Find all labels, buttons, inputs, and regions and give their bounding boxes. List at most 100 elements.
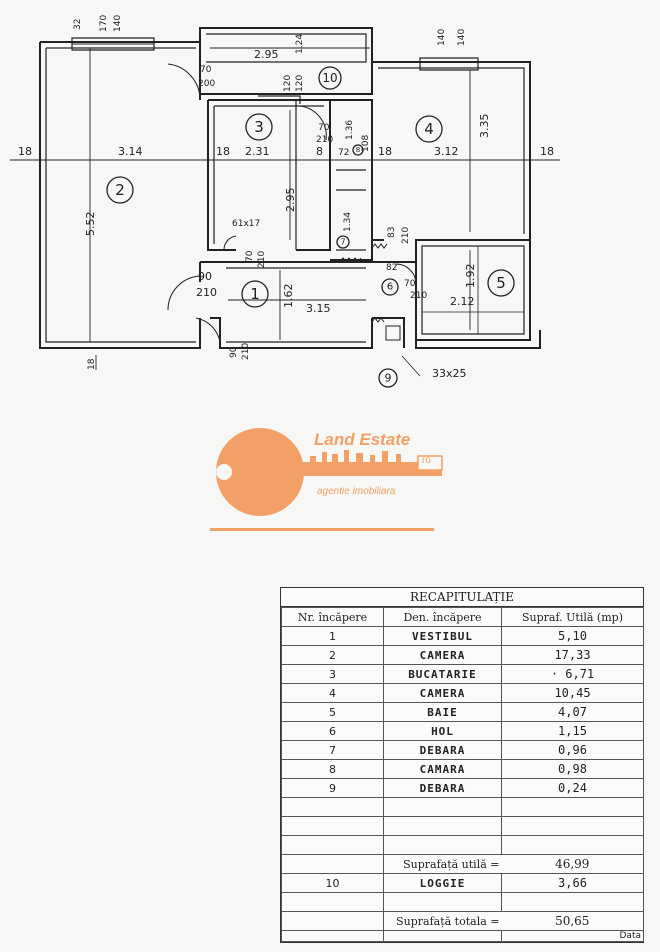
dim-vest-door-h: 210 <box>196 286 217 299</box>
wall-bath <box>415 239 531 341</box>
room-number-6: 6 <box>387 282 393 293</box>
header-area: Supraf. Utilă (mp) <box>501 607 644 627</box>
dim-pantry-210: 210 <box>401 227 411 244</box>
dim-room2-width: 3.14 <box>118 145 143 158</box>
recap-header-row: Nr. încăpere Den. încăpere Supraf. Utilă… <box>281 607 644 627</box>
cell-name: VESTIBUL <box>383 626 502 646</box>
room-number-3: 3 <box>254 118 264 136</box>
cell-area: · 6,71 <box>501 664 644 684</box>
dim-room4-width: 3.12 <box>434 145 459 158</box>
door-swing-loggia <box>167 63 201 101</box>
dim-loggia-width: 2.95 <box>254 48 279 61</box>
zigzag-pantry <box>339 257 362 263</box>
cell-area: 17,33 <box>501 645 644 665</box>
door-swing-hol <box>395 263 417 285</box>
dim-niche: 33x25 <box>432 367 467 380</box>
door-swing-kitchen <box>299 105 327 141</box>
cell-area: 5,10 <box>501 626 644 646</box>
dim-bath-212: 2.12 <box>450 295 475 308</box>
cell-nr: 1 <box>281 626 384 646</box>
dim-hol-door-h: 210 <box>410 291 427 301</box>
dim-top-left-b: 170 <box>99 15 109 32</box>
dim-vest-315: 3.15 <box>306 302 331 315</box>
wall-loggia <box>199 27 373 95</box>
room-number-2: 2 <box>115 181 125 199</box>
room-circle-3 <box>245 113 273 141</box>
recap-table: RECAPITULAȚIE Nr. încăpere Den. încăpere… <box>280 587 644 943</box>
dim-pantry-134: 1.34 <box>343 212 353 232</box>
cell-nr: 10 <box>281 873 384 893</box>
cell-area: 4,07 <box>501 702 644 722</box>
dim-small-door-2: 70 <box>245 250 255 262</box>
land-estate-logo: Land Estate agentie imobiliara ro <box>210 418 450 534</box>
dim-pantry-83: 83 <box>387 227 397 238</box>
logo-badge: ro <box>422 455 431 466</box>
window-room-4 <box>419 57 479 71</box>
dim-wall-18-bottom: 18 <box>87 358 97 370</box>
door-swing-vestibule <box>167 275 201 311</box>
dim-hol-door: 70 <box>404 279 416 289</box>
header-nr: Nr. încăpere <box>281 607 384 627</box>
dim-top-right-b: 140 <box>457 29 467 46</box>
total-value: 50,65 <box>501 911 644 931</box>
dim-wall-18-c: 18 <box>378 145 392 158</box>
room-circle-4 <box>415 115 443 143</box>
dim-room4-height: 3.35 <box>478 114 491 139</box>
wall-hol <box>372 261 541 349</box>
dim-small-door-2-h: 210 <box>257 251 267 268</box>
room-circle-6 <box>381 278 399 296</box>
room-circle-1 <box>241 280 269 308</box>
table-row-empty <box>281 816 644 836</box>
cell-name: CAMERA <box>383 645 502 665</box>
dim-vest-door: 90 <box>198 270 212 283</box>
cell-name: DEBARA <box>383 740 502 760</box>
cell-nr: 7 <box>281 740 384 760</box>
dim-top-left-c: 140 <box>113 15 123 32</box>
footer-row: Data <box>281 930 644 942</box>
dim-entry-door-h: 210 <box>241 343 251 360</box>
dim-room2-height: 5.52 <box>84 212 97 237</box>
wall-vestibule <box>199 261 373 349</box>
dim-kitchen-a: 120 <box>283 75 293 92</box>
dim-wall-72: 72 <box>338 148 349 158</box>
room-number-5: 5 <box>496 274 506 292</box>
cell-area: 0,96 <box>501 740 644 760</box>
cell-nr: 9 <box>281 778 384 798</box>
wall-room-2-inner <box>45 47 196 343</box>
dim-room3-height: 2.95 <box>284 188 297 213</box>
room-number-10: 10 <box>322 71 337 85</box>
room-circle-2 <box>106 176 134 204</box>
table-row-empty <box>281 892 644 912</box>
cell-nr: 2 <box>281 645 384 665</box>
table-row-empty <box>281 797 644 817</box>
dim-wall-18-mid: 18 <box>216 145 230 158</box>
cell-area: 1,15 <box>501 721 644 741</box>
dim-top-left-a: 32 <box>73 19 83 30</box>
grand-total-row: Suprafață totala = 50,65 <box>281 911 644 931</box>
loggia-row: 10 LOGGIE 3,66 <box>281 873 644 893</box>
cell-nr: 8 <box>281 759 384 779</box>
logo-name: Land Estate <box>314 430 411 449</box>
util-label: Suprafață utilă = <box>383 854 502 874</box>
dim-top-right-a: 140 <box>437 29 447 46</box>
dim-closet-136: 1.36 <box>345 120 355 140</box>
room-circle-9 <box>378 368 398 388</box>
cell-nr: 3 <box>281 664 384 684</box>
floor-plan: 2 3 4 5 1 10 6 7 9 8 3.14 18 18 2.31 8 7… <box>10 15 560 388</box>
dim-loggia-door-h: 200 <box>198 79 215 89</box>
room-number-8: 8 <box>356 146 360 154</box>
room-circle-10 <box>318 66 342 90</box>
cell-name: CAMERA <box>383 683 502 703</box>
cell-area: 3,66 <box>501 873 644 893</box>
door-swing-entry <box>195 317 221 343</box>
room-number-4: 4 <box>424 120 434 138</box>
cell-name: BUCATARIE <box>383 664 502 684</box>
cell-nr: 5 <box>281 702 384 722</box>
dim-loggia-depth: 1.24 <box>295 34 305 54</box>
